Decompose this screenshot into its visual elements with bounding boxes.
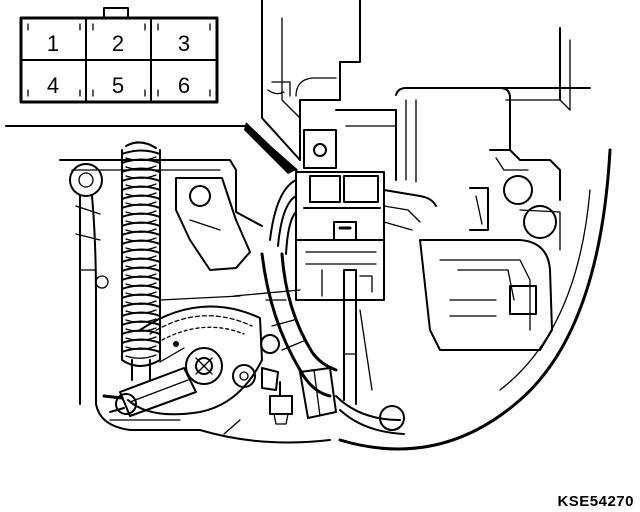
figure-code: KSE54270 [557,493,634,510]
left-support [59,159,263,431]
pin-3-label: 3 [178,31,190,56]
right-bracket-assembly [419,149,561,351]
pin-4-label: 4 [47,73,59,98]
base-plate [159,289,331,444]
connector-pinout-inset: 1 2 3 4 5 6 [19,7,219,104]
housing-arc [338,148,612,451]
return-spring [121,141,161,381]
pin-5-label: 5 [112,73,124,98]
pin-1-label: 1 [47,31,59,56]
harness-connector [260,171,437,435]
pin-6-label: 6 [178,73,190,98]
sector-gear-lever [102,305,280,417]
pin-2-label: 2 [112,31,124,56]
upper-housing [261,0,591,183]
callout-leader [5,122,298,174]
